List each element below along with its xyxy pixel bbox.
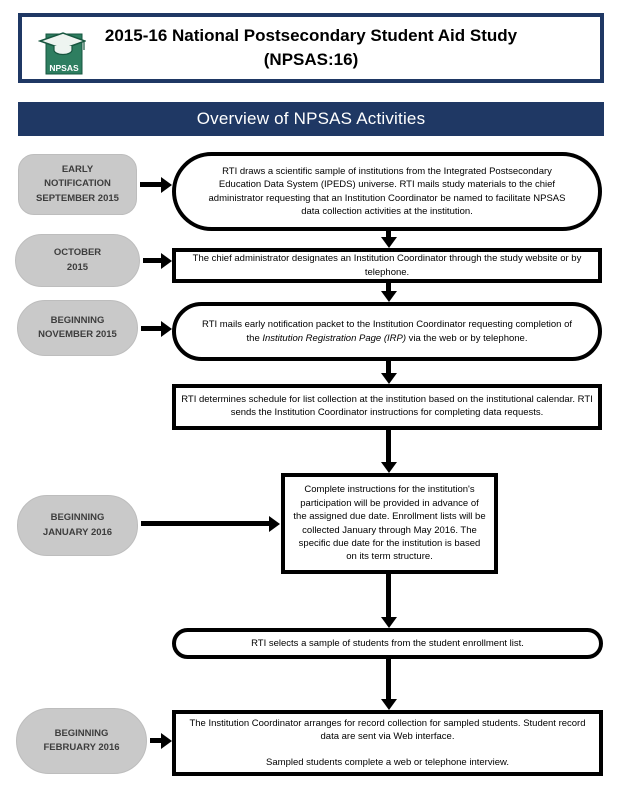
milestone-line: BEGINNING bbox=[50, 314, 105, 326]
arrow-down-3 bbox=[386, 361, 391, 373]
step-select-students: RTI selects a sample of students from th… bbox=[172, 628, 603, 659]
arrow-right-october bbox=[143, 258, 161, 263]
step-enrollment-instructions: Complete instructions for the institutio… bbox=[281, 473, 498, 574]
milestone-line: NOTIFICATION bbox=[44, 178, 111, 190]
header: NPSAS 2015-16 National Postsecondary Stu… bbox=[18, 13, 604, 83]
step-text: RTI draws a scientific sample of institu… bbox=[208, 165, 566, 217]
step-early-notification-packet: RTI mails early notification packet to t… bbox=[172, 302, 602, 361]
milestone-line: BEGINNING bbox=[54, 727, 109, 739]
milestone-january-2016: BEGINNING JANUARY 2016 bbox=[17, 495, 138, 556]
arrow-right-early-notification bbox=[140, 182, 161, 187]
step-text-post: via the web or by telephone. bbox=[406, 332, 528, 344]
step-text: The chief administrator designates an In… bbox=[192, 253, 582, 278]
milestone-november-2015: BEGINNING NOVEMBER 2015 bbox=[17, 300, 138, 356]
banner-title: Overview of NPSAS Activities bbox=[196, 109, 426, 128]
arrow-right-november bbox=[141, 326, 161, 331]
milestone-february-2016: BEGINNING FEBRUARY 2016 bbox=[16, 708, 147, 774]
step-text: RTI selects a sample of students from th… bbox=[251, 637, 524, 649]
step-determine-schedule: RTI determines schedule for list collect… bbox=[172, 384, 602, 430]
step-text: RTI mails early notification packet to t… bbox=[200, 318, 574, 345]
arrow-down-6 bbox=[386, 659, 391, 699]
step-text: RTI determines schedule for list collect… bbox=[181, 394, 593, 418]
arrow-down-4 bbox=[386, 429, 391, 462]
milestone-line: 2015 bbox=[66, 261, 89, 273]
step-text-pre: RTI mails early notification packet to t… bbox=[202, 319, 572, 344]
milestone-line: NOVEMBER 2015 bbox=[38, 329, 117, 340]
logo-text: NPSAS bbox=[49, 63, 79, 73]
step-text-italic: Institution Registration Page (IRP) bbox=[262, 332, 406, 344]
milestone-line: SEPTEMBER 2015 bbox=[36, 192, 119, 204]
arrow-down-5 bbox=[386, 574, 391, 617]
step-draw-sample: RTI draws a scientific sample of institu… bbox=[172, 152, 602, 231]
arrow-right-february bbox=[150, 738, 161, 743]
step-text: The Institution Coordinator arranges for… bbox=[189, 717, 586, 743]
page-title: 2015-16 National Postsecondary Student A… bbox=[22, 24, 600, 72]
arrow-right-january bbox=[141, 521, 269, 526]
overview-banner: Overview of NPSAS Activities bbox=[18, 102, 604, 136]
milestone-line: EARLY bbox=[61, 164, 94, 176]
milestone-line: OCTOBER bbox=[53, 247, 102, 259]
step-designate-coordinator: The chief administrator designates an In… bbox=[172, 248, 602, 283]
step-text: Sampled students complete a web or telep… bbox=[266, 756, 509, 768]
npsas-logo-icon: NPSAS bbox=[37, 23, 88, 77]
milestone-early-notification: EARLY NOTIFICATION SEPTEMBER 2015 bbox=[18, 154, 137, 215]
title-line-1: 2015-16 National Postsecondary Student A… bbox=[104, 26, 518, 46]
title-line-2: (NPSAS:16) bbox=[263, 50, 359, 69]
milestone-line: BEGINNING bbox=[50, 512, 105, 524]
milestone-line: FEBRUARY 2016 bbox=[43, 742, 120, 753]
arrow-down-2 bbox=[386, 283, 391, 291]
milestone-line: JANUARY 2016 bbox=[42, 526, 113, 538]
step-text: Complete instructions for the institutio… bbox=[293, 484, 486, 563]
milestone-october-2015: OCTOBER 2015 bbox=[15, 234, 140, 287]
arrow-down-1 bbox=[386, 231, 391, 237]
step-record-collection: The Institution Coordinator arranges for… bbox=[172, 710, 603, 776]
